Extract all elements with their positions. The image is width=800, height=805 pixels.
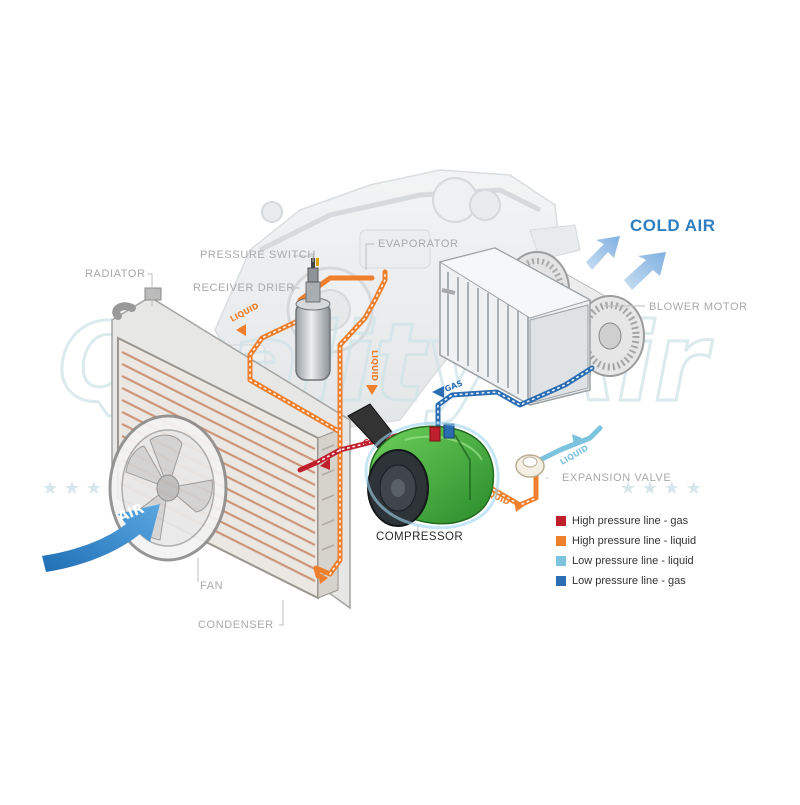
expansion-valve	[515, 454, 545, 478]
watermark-stars: ★ ★ ★ ★ ★ ★ ★ ★	[42, 478, 702, 499]
legend-item: High pressure line - gas	[556, 511, 696, 531]
blower-motor-label: BLOWER MOTOR	[649, 301, 748, 313]
legend-swatch-low-liquid	[556, 556, 566, 566]
svg-text:★ ★ ★ ★: ★ ★ ★ ★	[42, 478, 124, 499]
leader-lines	[147, 243, 645, 626]
legend-swatch-high-liquid	[556, 536, 566, 546]
receiver-drier-label: RECEIVER DRIER	[193, 282, 295, 294]
line-label-liquid-2: LIQUID	[370, 350, 379, 381]
legend-swatch-high-gas	[556, 516, 566, 526]
evaporator-label: EVAPORATOR	[378, 238, 459, 250]
legend: High pressure line - gas High pressure l…	[556, 511, 696, 591]
legend-item: Low pressure line - liquid	[556, 551, 696, 571]
line-high-gas-b	[297, 459, 321, 473]
svg-text:★ ★ ★ ★: ★ ★ ★ ★	[620, 478, 702, 499]
legend-item: Low pressure line - gas	[556, 571, 696, 591]
expansion-valve-label: EXPANSION VALVE	[562, 472, 672, 484]
condenser-label: CONDENSER	[198, 619, 274, 631]
cold-air-arrows	[586, 236, 666, 290]
pressure-switch	[307, 258, 319, 283]
radiator-label: RADIATOR	[85, 268, 146, 280]
legend-label: Low pressure line - gas	[572, 575, 686, 587]
fan-label: FAN	[200, 580, 224, 592]
receiver-drier	[295, 281, 331, 381]
legend-label: High pressure line - gas	[572, 515, 689, 527]
legend-label: Low pressure line - liquid	[572, 555, 694, 567]
pressure-switch-label: PRESSURE SWITCH	[200, 249, 316, 261]
legend-item: High pressure line - liquid	[556, 531, 696, 551]
compressor	[347, 403, 500, 530]
cold-air-label: COLD AIR	[630, 216, 716, 235]
legend-swatch-low-gas	[556, 576, 566, 586]
evaporator	[438, 247, 592, 406]
legend-label: High pressure line - liquid	[572, 535, 697, 547]
compressor-label: COMPRESSOR	[376, 531, 464, 543]
